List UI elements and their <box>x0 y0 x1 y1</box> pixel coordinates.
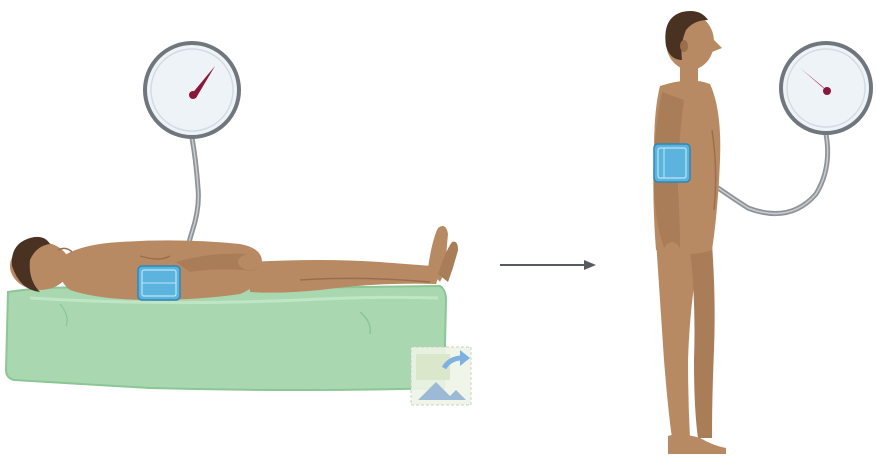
supine-bp-cuff <box>138 266 180 300</box>
supine-pressure-gauge <box>145 43 239 137</box>
right-arrow-icon <box>500 260 596 270</box>
standing-panel <box>653 11 871 454</box>
bed <box>6 286 446 390</box>
standing-pressure-gauge <box>781 43 871 133</box>
standing-person <box>653 11 726 454</box>
image-replace-icon[interactable] <box>410 346 472 406</box>
standing-bp-cuff <box>654 144 690 182</box>
supine-panel <box>6 43 458 390</box>
